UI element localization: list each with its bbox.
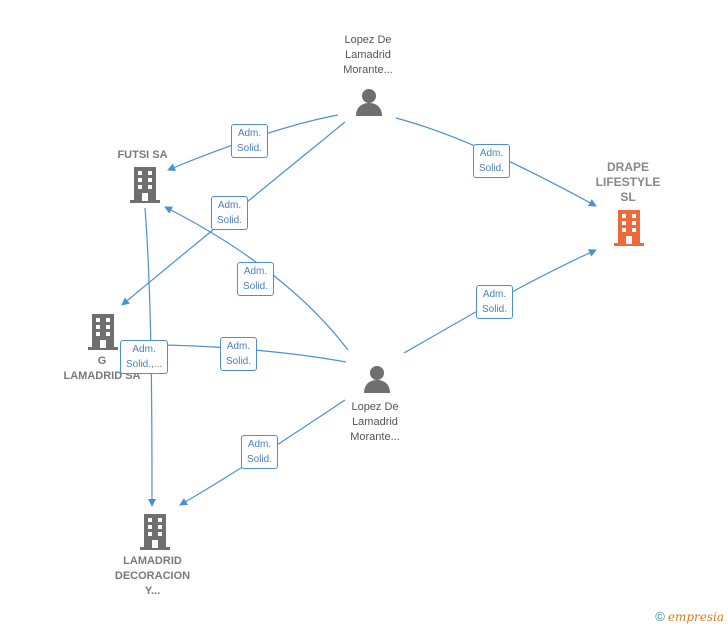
edge-label-mid-lamadrid-decoracion[interactable]: Adm. Solid. <box>241 435 279 469</box>
company-futsi-label[interactable]: FUTSI SA <box>117 149 168 161</box>
edge-label-mid-drape[interactable]: Adm. Solid. <box>476 285 514 319</box>
building-icon-highlight[interactable] <box>614 210 644 246</box>
person-top-label[interactable]: Lopez De Lamadrid Morante... <box>343 34 393 76</box>
edge-label-top-drape[interactable]: Adm. Solid. <box>473 144 511 178</box>
edge-label-mid-futsi[interactable]: Adm. Solid. <box>237 262 275 296</box>
person-icon[interactable] <box>354 87 384 117</box>
person-icon[interactable] <box>362 364 392 394</box>
company-lamadrid-decoracion-label[interactable]: LAMADRID DECORACION Y... <box>114 555 191 597</box>
building-icon[interactable] <box>130 167 160 203</box>
building-icon[interactable] <box>88 314 118 350</box>
brand-logo[interactable]: empresia <box>667 610 724 624</box>
edge-label-mid-g-lamadrid[interactable]: Adm. Solid. <box>220 337 258 371</box>
building-icon[interactable] <box>140 514 170 550</box>
footer-brand: © empresia <box>655 609 724 624</box>
edge-label-top-futsi[interactable]: Adm. Solid. <box>231 124 269 158</box>
edge-mid-person-futsi <box>164 206 349 351</box>
company-drape-label[interactable]: DRAPE LIFESTYLE SL <box>595 160 661 204</box>
edge-label-top-g-lamadrid[interactable]: Adm. Solid. <box>211 196 249 230</box>
edge-label-g-lamadrid-multi[interactable]: Adm. Solid.,... <box>120 340 169 374</box>
person-mid-label[interactable]: Lopez De Lamadrid Morante... <box>350 401 400 443</box>
copyright-symbol: © <box>655 609 665 624</box>
